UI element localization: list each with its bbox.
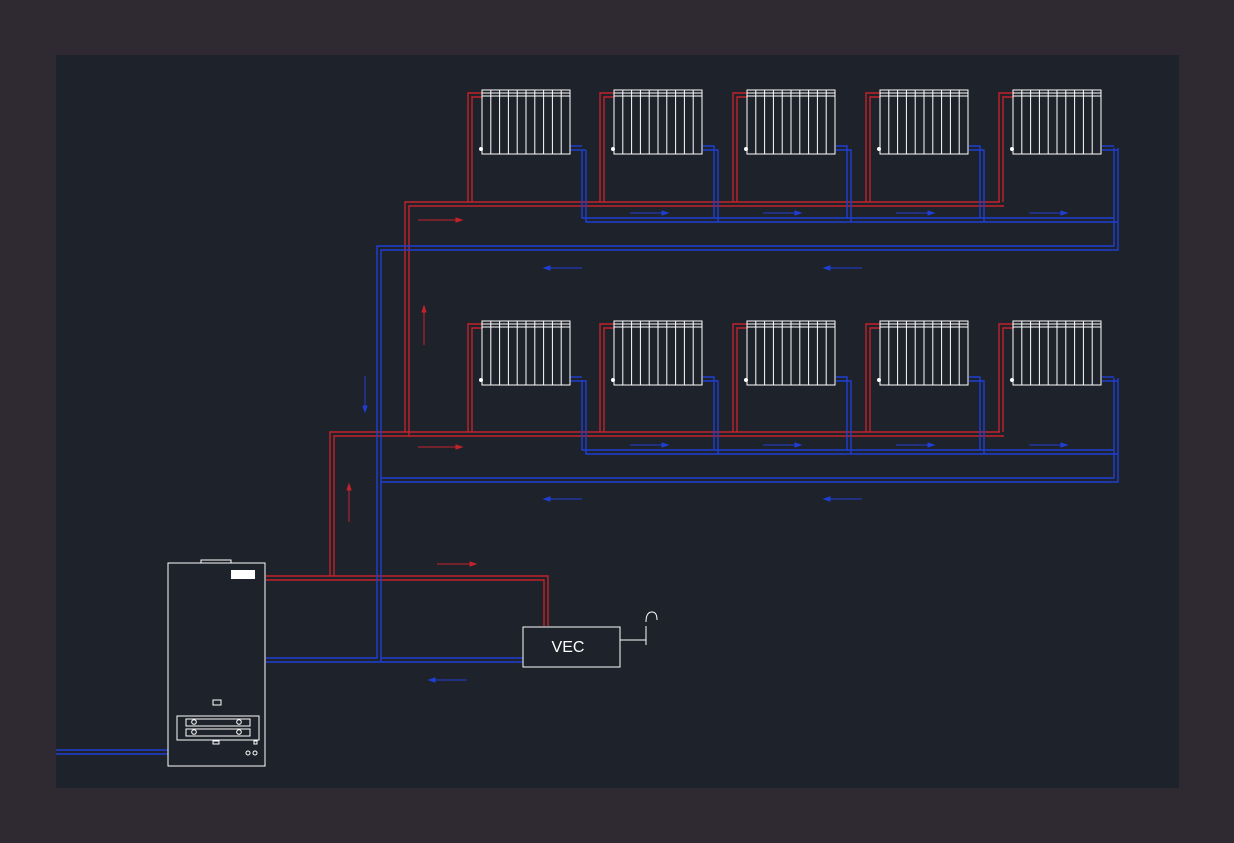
radiator-icon[interactable] [744, 320, 836, 386]
boiler[interactable]: Vaillant [167, 559, 266, 767]
radiator-icon[interactable] [611, 320, 703, 386]
blue-flow-arrow-icon [763, 442, 803, 448]
boiler-indicator [212, 740, 220, 745]
radiator-group [479, 89, 1102, 386]
red-flow-arrow-icon [418, 444, 464, 450]
return-flow-arrows [362, 210, 1069, 683]
radiator-icon[interactable] [877, 89, 969, 155]
boiler-knob[interactable] [236, 719, 242, 725]
blue-flow-arrow-icon [822, 265, 862, 271]
blue-flow-arrow-icon [1029, 442, 1069, 448]
radiator-icon[interactable] [1010, 320, 1102, 386]
supply-flow-arrows [346, 217, 478, 567]
boiler-control-slot [185, 718, 251, 727]
blue-flow-arrow-icon [427, 677, 467, 683]
return-pipe-network [56, 145, 1119, 755]
blue-flow-arrow-icon [542, 265, 582, 271]
boiler-gauge [245, 750, 251, 756]
boiler-indicator [253, 740, 258, 745]
blue-flow-arrow-icon [822, 496, 862, 502]
red-flow-arrow-icon [437, 561, 478, 567]
safety-valve-icon [620, 611, 658, 645]
blue-flow-arrow-icon [1029, 210, 1069, 216]
radiator-icon[interactable] [479, 320, 571, 386]
supply-pipe-network [266, 92, 1013, 626]
radiator-icon[interactable] [611, 89, 703, 155]
svg-text:Vaillant: Vaillant [232, 573, 253, 579]
radiator-icon[interactable] [479, 89, 571, 155]
boiler-control-panel [176, 715, 260, 741]
radiator-icon[interactable] [1010, 89, 1102, 155]
expansion-vessel[interactable]: VEC [522, 611, 658, 668]
expansion-vessel-icon[interactable] [522, 626, 621, 668]
boiler-knob[interactable] [191, 719, 197, 725]
radiator-icon[interactable] [744, 89, 836, 155]
blue-flow-arrow-icon [630, 442, 670, 448]
boiler-knob[interactable] [191, 729, 197, 735]
blue-flow-arrow-icon [542, 496, 582, 502]
radiator-icon[interactable] [877, 320, 969, 386]
blue-flow-arrow-icon [896, 210, 936, 216]
red-flow-arrow-icon [418, 217, 464, 223]
boiler-top-vent [200, 559, 232, 564]
blue-flow-arrow-icon [763, 210, 803, 216]
drawing-canvas[interactable] [56, 55, 1179, 788]
red-flow-arrow-icon [421, 304, 427, 345]
blue-flow-arrow-icon [362, 376, 368, 414]
boiler-gauge [252, 750, 258, 756]
red-flow-arrow-icon [346, 482, 352, 522]
blue-flow-arrow-icon [896, 442, 936, 448]
boiler-brand-logo: Vaillant [231, 570, 255, 580]
boiler-control-slot [185, 728, 251, 737]
vec-label: VEC [552, 639, 585, 656]
boiler-knob[interactable] [236, 729, 242, 735]
boiler-display [212, 699, 222, 706]
blue-flow-arrow-icon [630, 210, 670, 216]
